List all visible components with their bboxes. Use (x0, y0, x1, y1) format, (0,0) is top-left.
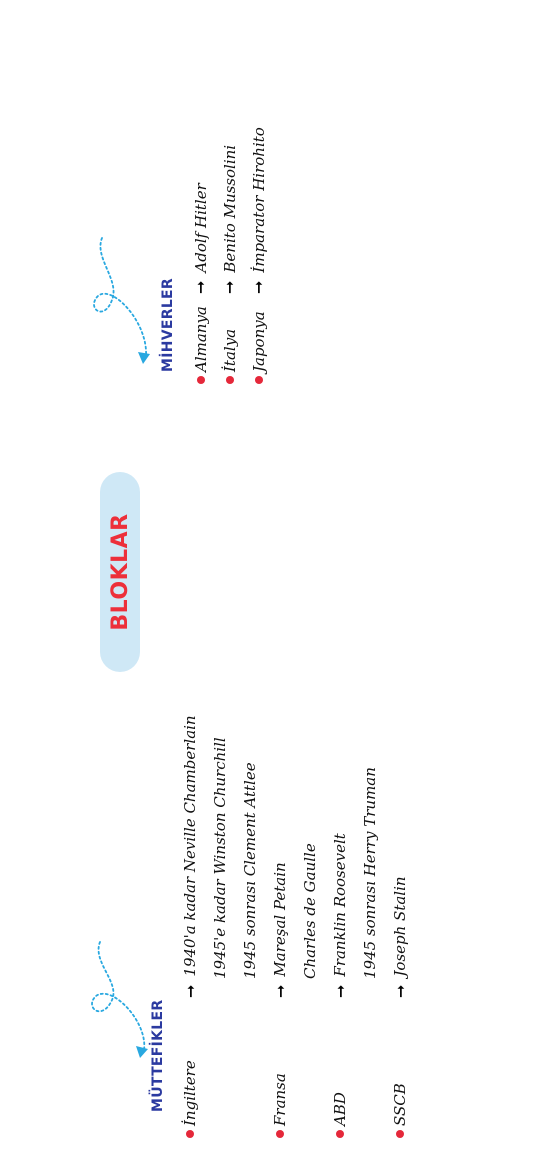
connector-right-icon (93, 237, 150, 364)
red-dot-icon (196, 376, 205, 384)
red-dot-icon (186, 1130, 194, 1138)
leader-name: Benito Mussolini (220, 144, 239, 273)
mihverler-list: Almanya ➞ Adolf Hitler İtalya ➞ Benito M… (186, 127, 273, 384)
right-arrow-icon: ➞ (249, 280, 268, 294)
connector-left-path (91, 941, 146, 1051)
red-dot-icon (276, 1130, 284, 1138)
muttefikler-heading: MÜTTEFİKLER (150, 999, 166, 1112)
list-item: SSCB ➞ Joseph Stalin (385, 715, 415, 1138)
leader-name: Charles de Gaulle (301, 843, 319, 979)
right-arrow-icon: ➞ (180, 984, 200, 998)
country-name: Almanya (191, 306, 210, 372)
list-item: İngiltere ➞ 1940'a kadar Neville Chamber… (175, 715, 205, 1138)
country-name: İtalya (220, 328, 239, 372)
list-item: Japonya ➞ İmparator Hirohito (244, 127, 273, 384)
list-item: ABD ➞ Franklin Roosevelt (325, 715, 355, 1138)
muttefikler-list: İngiltere ➞ 1940'a kadar Neville Chamber… (175, 715, 415, 1138)
connector-right-path (93, 237, 147, 357)
list-item: 1945 sonrası Clement Attlee (235, 715, 265, 1138)
leader-name: Adolf Hitler (191, 183, 210, 273)
country-name: ABD (331, 1092, 349, 1126)
connector-left-icon (91, 941, 148, 1058)
red-dot-icon (396, 1130, 404, 1138)
leader-name: Franklin Roosevelt (331, 833, 349, 977)
leader-name: Joseph Stalin (391, 876, 409, 977)
red-dot-icon (254, 376, 263, 384)
leader-name: 1945'e kadar Winston Churchill (211, 737, 229, 979)
leader-name: 1945 sonrası Herry Truman (361, 767, 379, 979)
title-pill: BLOKLAR (100, 472, 140, 672)
diagram-title: BLOKLAR (107, 513, 133, 631)
list-item: Charles de Gaulle (295, 715, 325, 1138)
list-item: 1945 sonrası Herry Truman (355, 715, 385, 1138)
connector-right-arrowhead (138, 352, 150, 364)
leader-name: 1945 sonrası Clement Attlee (241, 762, 259, 979)
right-arrow-icon: ➞ (390, 984, 410, 998)
connector-left-arrowhead (136, 1046, 148, 1058)
country-name: Fransa (271, 1073, 289, 1126)
right-arrow-icon: ➞ (220, 280, 239, 294)
country-name: SSCB (391, 1083, 409, 1126)
list-item: İtalya ➞ Benito Mussolini (215, 127, 244, 384)
mihverler-heading: MİHVERLER (160, 277, 176, 372)
right-arrow-icon: ➞ (330, 984, 350, 998)
leader-name: Mareşal Petain (271, 862, 289, 977)
country-name: Japonya (249, 311, 268, 372)
list-item: Almanya ➞ Adolf Hitler (186, 127, 215, 384)
red-dot-icon (225, 376, 234, 384)
leader-name: İmparator Hirohito (249, 127, 268, 273)
right-arrow-icon: ➞ (270, 984, 290, 998)
country-name: İngiltere (181, 1060, 199, 1126)
list-item: Fransa ➞ Mareşal Petain (265, 715, 295, 1138)
right-arrow-icon: ➞ (191, 280, 210, 294)
red-dot-icon (336, 1130, 344, 1138)
list-item: 1945'e kadar Winston Churchill (205, 715, 235, 1138)
leader-name: 1940'a kadar Neville Chamberlain (181, 715, 199, 977)
